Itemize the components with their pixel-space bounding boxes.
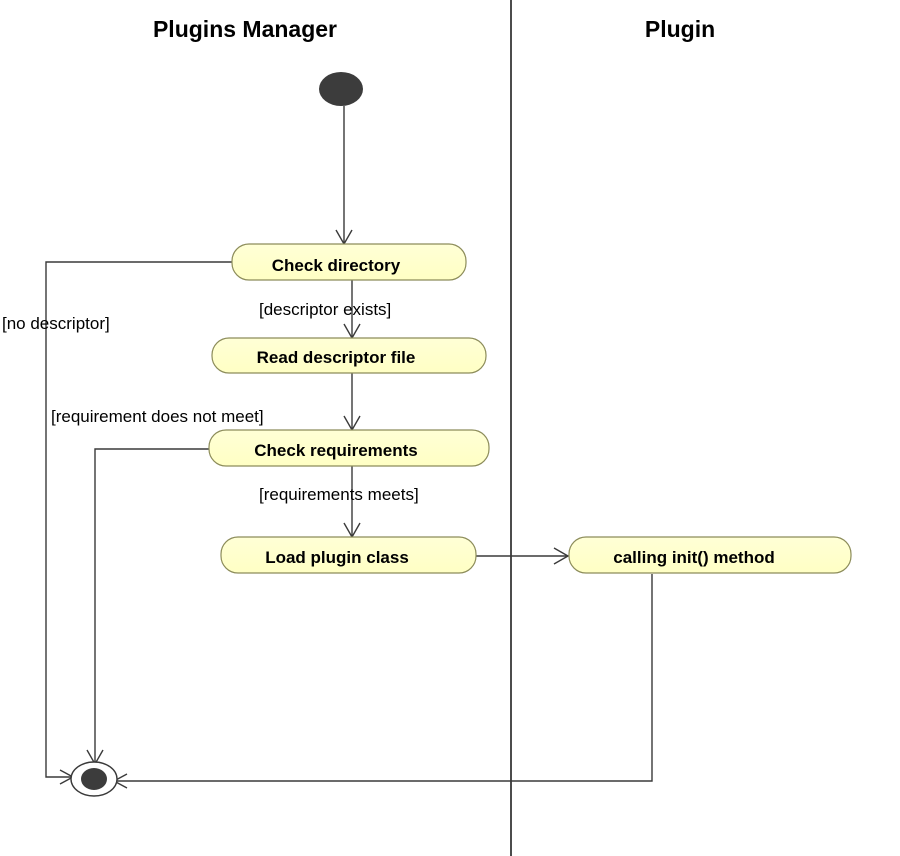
guard-label-no-descriptor: [no descriptor] bbox=[2, 314, 110, 333]
edge-requirement-not-met-to-end bbox=[86, 448, 209, 766]
action-calling-init-method: calling init() method bbox=[568, 536, 852, 574]
action-label-read-descriptor-file: Read descriptor file bbox=[257, 348, 416, 367]
action-label-load-plugin-class: Load plugin class bbox=[265, 548, 409, 567]
guard-label-descriptor-exists: [descriptor exists] bbox=[259, 300, 391, 319]
initial-node bbox=[319, 72, 363, 106]
swimlane-title-plugins-manager: Plugins Manager bbox=[153, 16, 337, 42]
action-label-calling-init-method: calling init() method bbox=[613, 548, 775, 567]
action-check-directory: Check directory bbox=[231, 243, 467, 281]
action-label-check-requirements: Check requirements bbox=[254, 441, 417, 460]
edge-no-descriptor-to-end bbox=[45, 261, 232, 785]
swimlane-title-plugin: Plugin bbox=[645, 16, 715, 42]
edge-read-descriptor-to-check-requirements bbox=[343, 373, 361, 432]
action-check-requirements: Check requirements bbox=[208, 429, 490, 467]
edge-calling-init-to-end bbox=[112, 574, 653, 789]
guard-label-requirement-does-not-meet: [requirement does not meet] bbox=[51, 407, 264, 426]
edge-start-to-check-directory bbox=[335, 106, 353, 246]
action-load-plugin-class: Load plugin class bbox=[220, 536, 477, 574]
edge-load-plugin-class-to-calling-init bbox=[476, 547, 570, 565]
action-read-descriptor-file: Read descriptor file bbox=[211, 337, 487, 374]
action-label-check-directory: Check directory bbox=[272, 256, 401, 275]
guard-label-requirements-meets: [requirements meets] bbox=[259, 485, 419, 504]
final-node bbox=[70, 761, 118, 797]
